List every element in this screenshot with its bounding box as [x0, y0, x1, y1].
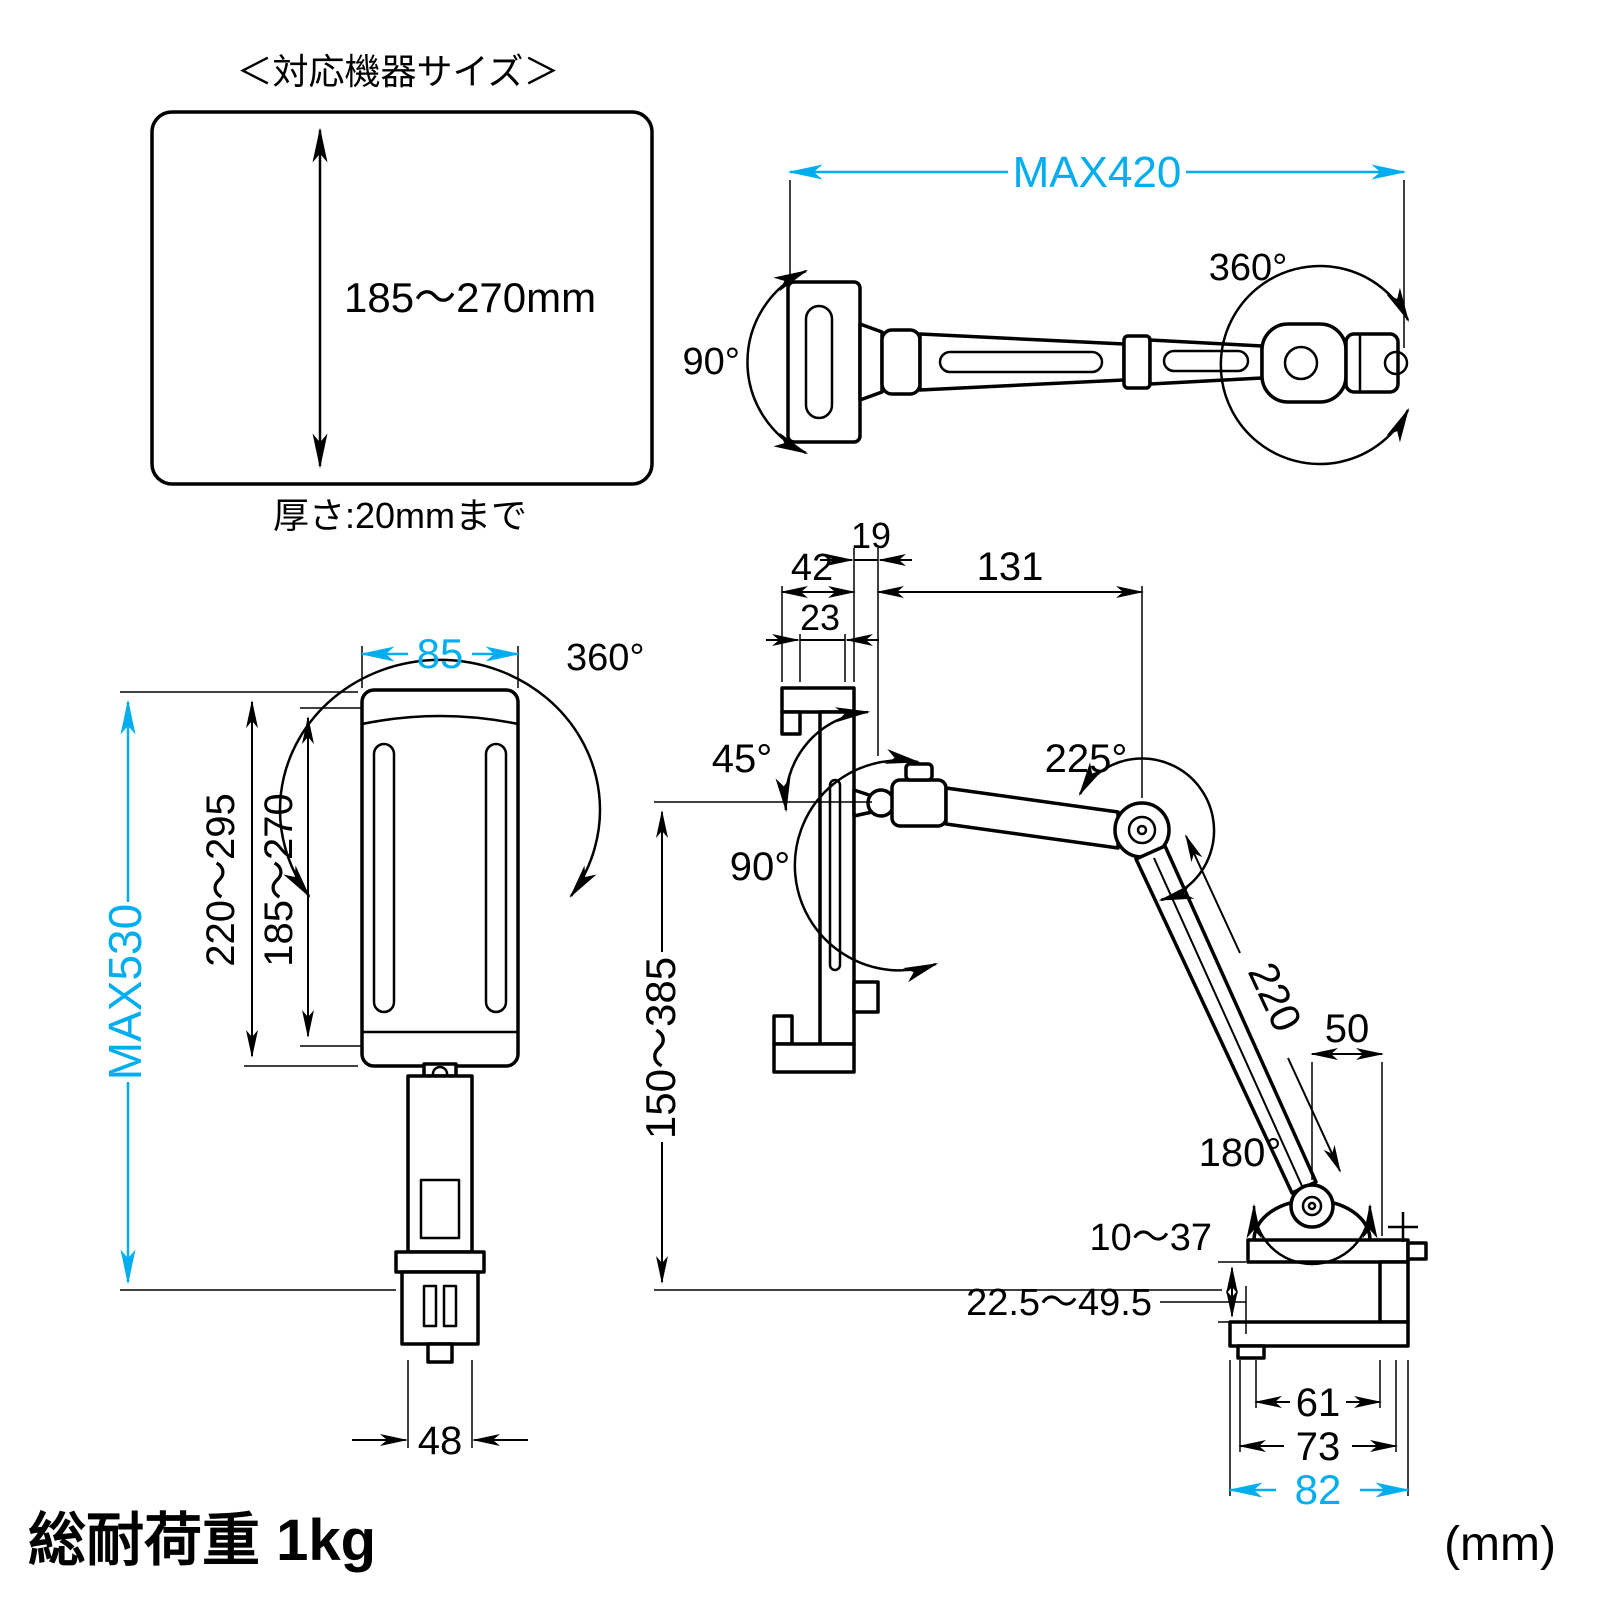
footer: 総耐荷重 1kg (mm) — [28, 1508, 1556, 1573]
topview-rotation-label: 360° — [1209, 247, 1288, 289]
max-height-label: MAX530 — [99, 904, 151, 1080]
height-range-label: 150〜385 — [637, 957, 684, 1139]
topview-tilt-label: 90° — [683, 341, 740, 383]
base-180-arc — [1246, 1203, 1378, 1266]
lower-arm-inner-line — [1153, 857, 1303, 1187]
rotation-360-arc-front — [278, 658, 602, 899]
rotation-360-arc — [1219, 264, 1410, 466]
device-size-panel: ＜対応機器サイズ＞ 185〜270mm 厚さ:20mmまで — [150, 51, 654, 536]
tilt-90-label: 90° — [730, 845, 791, 889]
outer-height-label: 220〜295 — [199, 793, 243, 966]
lower-arm-220-dim — [1287, 1057, 1341, 1173]
gap-19-label: 19 — [851, 515, 891, 556]
elbow-225-label: 225° — [1045, 737, 1128, 781]
clamp-side — [1228, 1212, 1428, 1360]
base-50-label: 50 — [1325, 1007, 1370, 1051]
base-180-label: 180° — [1199, 1131, 1282, 1175]
tilt-90-arc — [746, 269, 809, 455]
inner-height-label: 185〜270 — [257, 793, 301, 966]
upper-arm-131-label: 131 — [977, 545, 1044, 589]
load-capacity-label: 総耐荷重 1kg — [28, 1508, 376, 1573]
unit-label: (mm) — [1444, 1518, 1556, 1571]
clamp-opening-label: 10〜37 — [1089, 1217, 1212, 1259]
arm-top-view — [786, 280, 1409, 444]
tilt-45-label: 45° — [712, 737, 773, 781]
clamp-depth-label: 22.5〜49.5 — [966, 1282, 1152, 1324]
width-61-label: 61 — [1296, 1381, 1341, 1425]
upper-arm-side — [944, 786, 1120, 850]
tablet-holder-front — [360, 688, 520, 1068]
device-height-label: 185〜270mm — [344, 274, 596, 321]
width-73-label: 73 — [1296, 1425, 1341, 1469]
tilt-45-arc — [775, 707, 871, 813]
width-82-label: 82 — [1295, 1466, 1342, 1513]
depth-42-label: 42 — [791, 547, 833, 589]
ball-joint — [852, 762, 948, 828]
max420-label: MAX420 — [1013, 148, 1182, 197]
tilt-90-arc-side — [793, 749, 939, 983]
lower-arm-220-label: 220 — [1239, 955, 1311, 1038]
holder-width-label: 85 — [417, 630, 464, 677]
pole-width-label: 48 — [418, 1419, 463, 1463]
device-size-title: ＜対応機器サイズ＞ — [237, 51, 560, 92]
elbow-225-arc — [1078, 757, 1216, 902]
frontview-rotation-label: 360° — [566, 637, 645, 679]
top-view: MAX420 360° 90° — [683, 148, 1410, 466]
pole-front — [406, 1062, 474, 1254]
device-outline — [150, 110, 654, 486]
lower-arm-220-dim — [1185, 834, 1241, 954]
hook-23-label: 23 — [800, 597, 840, 638]
clamp-front — [394, 1250, 486, 1364]
thickness-label: 厚さ:20mmまで — [273, 495, 527, 536]
side-view: 42 19 131 23 45° 90° 225° 150〜385 220 50 — [637, 515, 1428, 1513]
base-joint — [1252, 1183, 1372, 1241]
front-view: 85 360° 220〜295 185〜270 MAX530 48 — [99, 630, 645, 1463]
